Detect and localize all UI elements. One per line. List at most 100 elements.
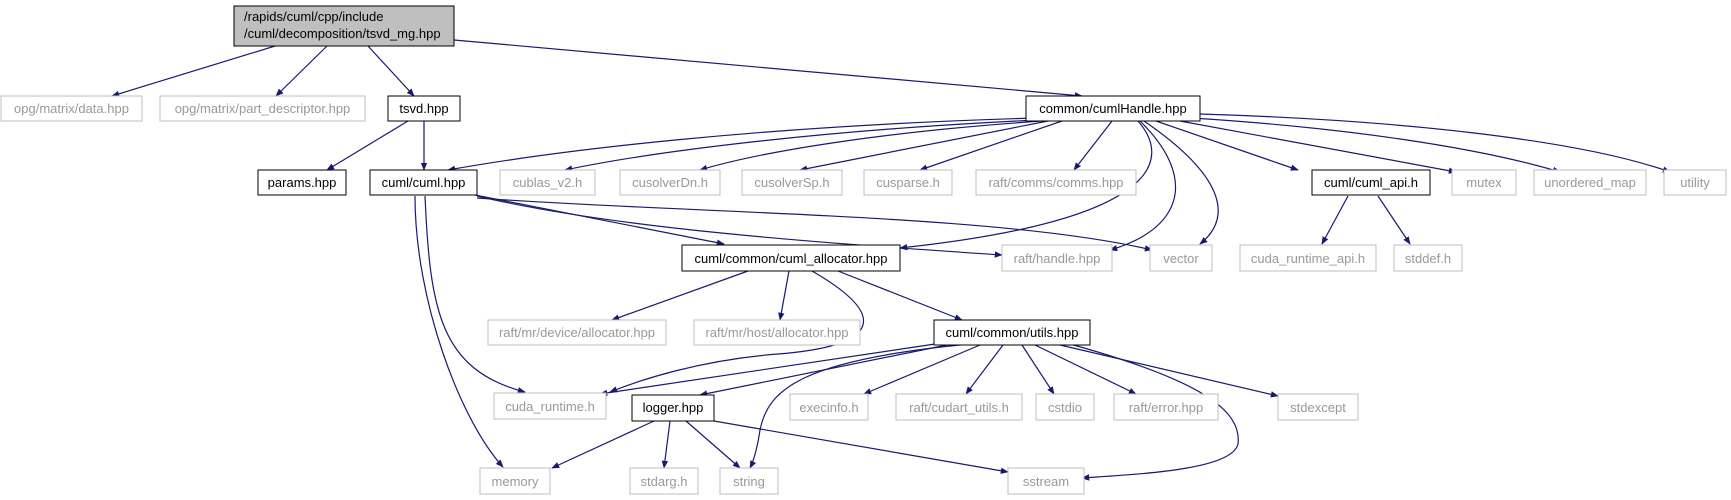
edge-logger-sstream: [713, 420, 1009, 474]
node-cumlhandle-label: common/cumlHandle.hpp: [1039, 101, 1186, 116]
node-cuml-label: cuml/cuml.hpp: [382, 175, 466, 190]
edge-root-opg-part: [275, 45, 328, 97]
node-cusolverdn: cusolverDn.h: [619, 169, 721, 196]
edge-tsvd-params: [326, 120, 409, 171]
node-sstream: sstream: [1007, 467, 1085, 495]
edge-alloc-host: [778, 270, 790, 321]
node-cumlhandle[interactable]: common/cumlHandle.hpp: [1025, 95, 1201, 122]
node-cuda-runtime: cuda_runtime.h: [493, 392, 607, 420]
node-opg-data-label: opg/matrix/data.hpp: [14, 101, 129, 116]
node-utility: utility: [1663, 169, 1727, 196]
node-stdarg: stdarg.h: [629, 467, 699, 495]
node-logger-label: logger.hpp: [643, 400, 704, 415]
edge-handle-cublas: [564, 119, 1039, 172]
edge-cuml-allocator: [469, 193, 725, 246]
node-mutex: mutex: [1451, 169, 1517, 196]
node-sstream-label: sstream: [1023, 474, 1069, 489]
node-cublas: cublas_v2.h: [499, 169, 596, 196]
node-root-line2: /cuml/decomposition/tsvd_mg.hpp: [244, 26, 441, 41]
node-tsvd[interactable]: tsvd.hpp: [387, 95, 461, 122]
node-comms: raft/comms/comms.hpp: [975, 169, 1137, 196]
edge-utils-string: [749, 343, 971, 469]
node-cusolverdn-label: cusolverDn.h: [632, 175, 708, 190]
edge-utils-sstream: [1069, 343, 1239, 481]
node-cstdio-label: cstdio: [1048, 400, 1082, 415]
node-memory: memory: [479, 467, 551, 495]
edge-api-cuda-runtime-api: [1321, 195, 1349, 245]
node-stdarg-label: stdarg.h: [641, 474, 688, 489]
node-params-label: params.hpp: [268, 175, 337, 190]
node-stdexcept: stdexcept: [1277, 393, 1359, 421]
edge-api-stddef: [1377, 195, 1411, 245]
edge-utils-execinfo: [863, 344, 981, 395]
node-cusparse: cusparse.h: [863, 169, 953, 196]
edge-handle-cusparse: [919, 120, 1063, 171]
node-cstdio: cstdio: [1035, 393, 1095, 421]
edge-handle-cusolverdn: [699, 120, 1043, 171]
node-tsvd-label: tsvd.hpp: [399, 101, 448, 116]
edge-handle-cusolversp: [799, 120, 1049, 172]
node-device-alloc: raft/mr/device/allocator.hpp: [487, 319, 667, 346]
node-opg-data: opg/matrix/data.hpp: [0, 95, 143, 122]
node-root-line1: /rapids/cuml/cpp/include: [244, 9, 383, 24]
edge-cuml-raft-handle: [476, 195, 1003, 258]
edge-utils-cstdio: [1021, 344, 1055, 395]
node-host-alloc: raft/mr/host/allocator.hpp: [693, 319, 861, 346]
node-raft-error-label: raft/error.hpp: [1129, 400, 1203, 415]
edge-root-opg-data: [111, 45, 276, 97]
edge-utils-stdexcept: [1059, 344, 1279, 398]
nodes: /rapids/cuml/cpp/include /cuml/decomposi…: [0, 5, 1727, 495]
node-string: string: [719, 467, 779, 495]
edge-alloc-cuda-runtime: [609, 270, 864, 393]
edge-logger-string: [685, 420, 741, 469]
node-cuml[interactable]: cuml/cuml.hpp: [369, 169, 478, 196]
edge-cuml-cuda-runtime: [424, 195, 526, 394]
edge-handle-vector: [1143, 120, 1219, 245]
node-memory-label: memory: [492, 474, 539, 489]
node-unordered-map: unordered_map: [1533, 169, 1647, 196]
node-raft-error: raft/error.hpp: [1113, 393, 1219, 421]
node-opg-part-label: opg/matrix/part_descriptor.hpp: [175, 101, 351, 116]
edge-logger-stdarg: [661, 420, 671, 469]
edge-handle-mutex: [1179, 120, 1457, 174]
node-cuml-allocator[interactable]: cuml/common/cuml_allocator.hpp: [681, 244, 901, 272]
node-vector: vector: [1149, 244, 1213, 272]
node-cusolversp: cusolverSp.h: [741, 169, 843, 196]
node-cudart-utils-label: raft/cudart_utils.h: [909, 400, 1009, 415]
node-params[interactable]: params.hpp: [257, 169, 347, 196]
node-cuml-allocator-label: cuml/common/cuml_allocator.hpp: [695, 251, 888, 266]
node-vector-label: vector: [1163, 251, 1199, 266]
edge-handle-cuml: [447, 117, 1037, 172]
edge-cuml-vector: [476, 197, 1153, 252]
edge-alloc-device: [611, 270, 749, 321]
edge-handle-comms: [1073, 120, 1113, 171]
edge-handle-utility: [1199, 113, 1671, 173]
node-cusparse-label: cusparse.h: [876, 175, 940, 190]
edge-utils-raft-error: [1034, 344, 1137, 395]
node-host-alloc-label: raft/mr/host/allocator.hpp: [705, 325, 848, 340]
node-utils[interactable]: cuml/common/utils.hpp: [933, 319, 1091, 346]
edge-utils-cuda-runtime: [599, 343, 936, 397]
node-logger[interactable]: logger.hpp: [631, 394, 715, 422]
node-raft-handle-label: raft/handle.hpp: [1014, 251, 1101, 266]
node-stdexcept-label: stdexcept: [1290, 400, 1346, 415]
node-string-label: string: [733, 474, 765, 489]
node-cuda-runtime-label: cuda_runtime.h: [505, 399, 595, 414]
node-cublas-label: cublas_v2.h: [513, 175, 582, 190]
node-cuml-api-label: cuml/cuml_api.h: [1324, 175, 1418, 190]
edge-handle-unordered-map: [1191, 117, 1561, 173]
node-utils-label: cuml/common/utils.hpp: [946, 325, 1079, 340]
edge-handle-cuml-api: [1155, 120, 1299, 171]
node-root[interactable]: /rapids/cuml/cpp/include /cuml/decomposi…: [233, 5, 455, 47]
node-opg-part: opg/matrix/part_descriptor.hpp: [159, 95, 366, 122]
edge-utils-cudart: [965, 344, 1004, 395]
node-raft-handle: raft/handle.hpp: [1001, 244, 1113, 272]
edge-handle-raft-handle: [1109, 120, 1177, 252]
edge-root-tsvd: [367, 45, 415, 97]
node-execinfo: execinfo.h: [789, 393, 869, 421]
node-cuml-api[interactable]: cuml/cuml_api.h: [1311, 169, 1431, 196]
node-cusolversp-label: cusolverSp.h: [754, 175, 829, 190]
edge-logger-memory: [551, 420, 655, 469]
node-unordered-map-label: unordered_map: [1544, 175, 1636, 190]
